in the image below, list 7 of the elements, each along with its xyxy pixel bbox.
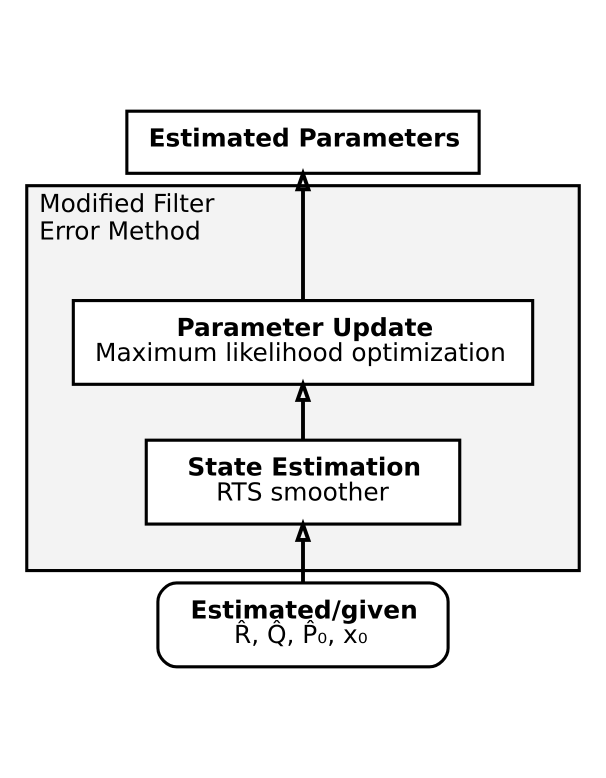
arrow (294, 518, 312, 583)
node-box: Parameter Update Maximum likelihood optimization (72, 298, 534, 386)
arrow (294, 378, 312, 440)
node-box: State Estimation RTS smoother (144, 438, 462, 526)
arrow (294, 168, 312, 301)
node-box: Estimated Parameters (125, 110, 481, 175)
node-box: Estimated/given R̂, Q̂, P̂₀, x₀ (156, 581, 450, 668)
